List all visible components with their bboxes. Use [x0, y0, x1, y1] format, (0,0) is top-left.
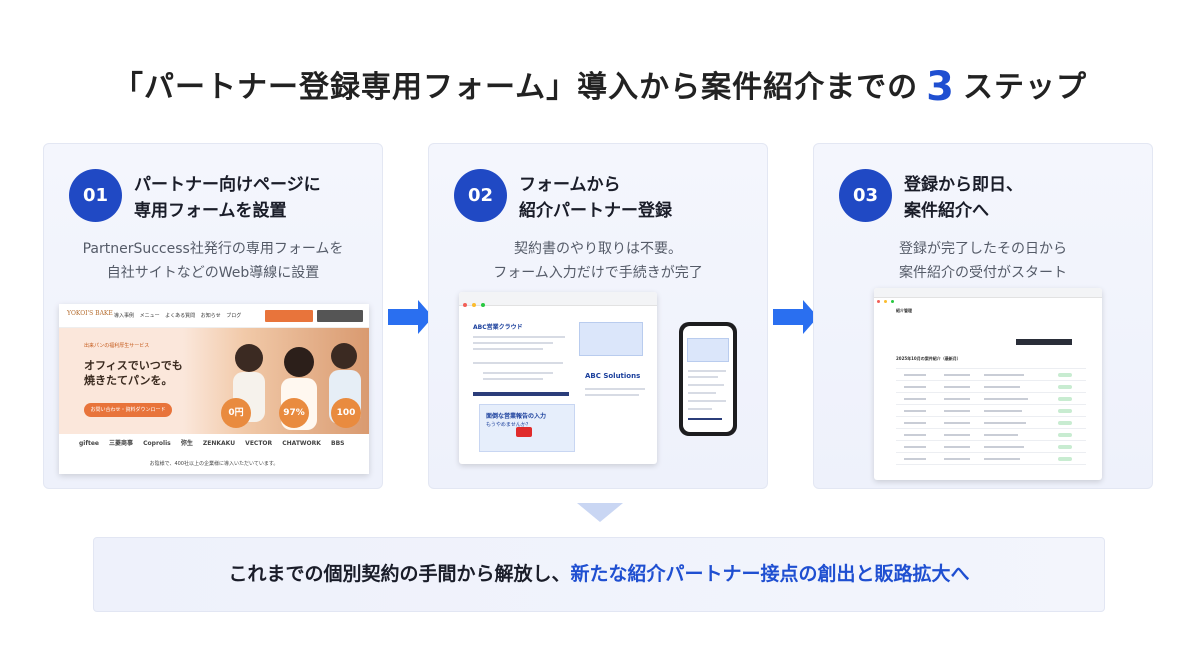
dashboard-heading: 紹介管理: [896, 308, 912, 313]
people-photo: 0円 97% 100: [209, 328, 369, 434]
site-nav: 導入事例 メニュー よくある質問 お知らせ ブログ: [114, 313, 242, 319]
company-name: ABC Solutions: [585, 372, 641, 380]
step-number-badge: 03: [839, 169, 892, 222]
promo-banner: [579, 322, 643, 356]
hero-section: 出来パンの福利厚生サービス オフィスでいつでも 焼きたてパンを。 お問い合わせ・…: [59, 328, 369, 434]
partner-page-screenshot: YOKOI'S BAKE 導入事例 メニュー よくある質問 お知らせ ブログ 出…: [59, 304, 369, 474]
step-title: パートナー向けページに 専用フォームを設置: [134, 175, 321, 221]
form-heading: ABC営業クラウド: [473, 324, 523, 331]
title-suffix: ステップ: [962, 70, 1087, 105]
stat-circle: 0円: [221, 398, 251, 428]
referral-dashboard-screenshot: 紹介管理 2025年10月の案件紹介（最新月）: [874, 288, 1102, 480]
step-number-badge: 02: [454, 169, 507, 222]
hero-subtitle: 出来パンの福利厚生サービス: [84, 343, 150, 349]
arrow-right-icon: [773, 309, 803, 325]
stat-circle: 97%: [279, 398, 309, 428]
client-caption: お陰様で、400社以上の企業様に導入いただいています。: [149, 461, 279, 467]
step-number-badge: 01: [69, 169, 122, 222]
step-description: 契約書のやり取りは不要。 フォーム入力だけで手続きが完了: [493, 241, 703, 281]
hero-heading: オフィスでいつでも 焼きたてパンを。: [84, 359, 183, 387]
phone-mockup: [679, 322, 737, 436]
title-text: 「パートナー登録専用フォーム」導入から案件紹介までの: [113, 70, 919, 105]
step-card-1: 01 パートナー向けページに 専用フォームを設置 PartnerSuccess社…: [43, 143, 383, 489]
summary-highlight: 新たな紹介パートナー接点の創出と販路拡大へ: [570, 563, 970, 585]
title-number: 3: [926, 64, 955, 110]
play-icon: [516, 427, 532, 437]
arrow-right-icon: [388, 309, 418, 325]
video-title: 面倒な営業報告の入力: [486, 413, 547, 420]
hero-cta: お問い合わせ・資料ダウンロード: [84, 403, 172, 417]
table-title: 2025年10月の案件紹介（最新月）: [896, 356, 961, 361]
step-description: 登録が完了したその日から 案件紹介の受付がスタート: [899, 241, 1067, 281]
step-title: フォームから 紹介パートナー登録: [519, 175, 672, 221]
client-logos: giftee 三菱商事 Coprolis 弥生 ZENKAKU VECTOR C…: [79, 440, 345, 447]
step-card-2: 02 フォームから 紹介パートナー登録 契約書のやり取りは不要。 フォーム入力だ…: [428, 143, 768, 489]
step-title: 登録から即日、 案件紹介へ: [904, 175, 1023, 221]
video-thumbnail: 面倒な営業報告の入力 もうやめませんか？: [479, 404, 575, 452]
nav-dark-button: [317, 310, 363, 322]
site-logo: YOKOI'S BAKE: [67, 310, 113, 317]
summary-banner: これまでの個別契約の手間から解放し、新たな紹介パートナー接点の創出と販路拡大へ: [93, 537, 1105, 612]
step-description: PartnerSuccess社発行の専用フォームを 自社サイトなどのWeb導線に…: [82, 241, 344, 281]
down-arrow-icon: [577, 503, 623, 522]
step-card-3: 03 登録から即日、 案件紹介へ 登録が完了したその日から 案件紹介の受付がスタ…: [813, 143, 1153, 489]
nav-orange-button: [265, 310, 313, 322]
form-desktop-screenshot: ABC営業クラウド 面倒な営業報告の入力 もうやめませんか？ ABC Solut…: [459, 292, 657, 464]
video-subtitle: もうやめませんか？: [486, 422, 531, 428]
dashboard-button: [1016, 339, 1072, 345]
summary-text: これまでの個別契約の手間から解放し、: [228, 563, 571, 585]
stat-circle: 100: [331, 398, 361, 428]
